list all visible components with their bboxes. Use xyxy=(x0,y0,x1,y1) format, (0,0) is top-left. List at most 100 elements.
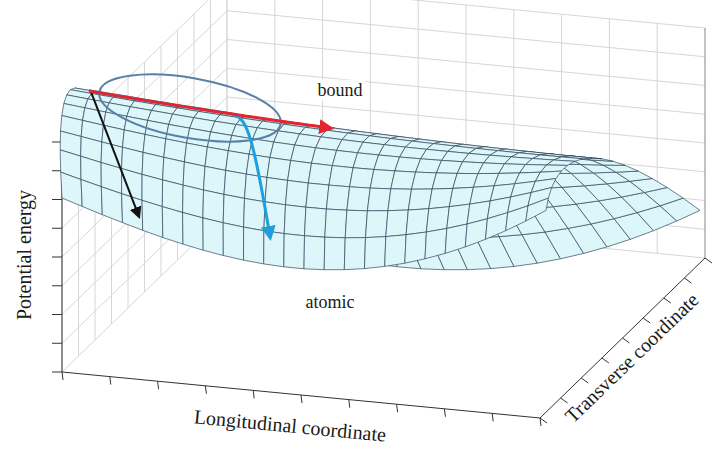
surface-cell xyxy=(265,178,288,205)
axis-tick xyxy=(581,378,588,383)
surface-cell xyxy=(306,183,329,209)
axis-tick xyxy=(349,400,350,408)
axis-tick xyxy=(397,404,398,412)
axis-tick xyxy=(664,298,671,303)
surface-cell xyxy=(224,170,246,198)
axis-tick xyxy=(52,372,62,373)
surface-cell xyxy=(142,200,163,237)
blue-arrow xyxy=(89,91,270,238)
wall-grid xyxy=(227,40,705,86)
surface-cell xyxy=(445,224,467,253)
surface-cell xyxy=(324,237,345,270)
trajectory-arrows xyxy=(89,62,331,237)
transverse-axis xyxy=(540,258,705,418)
wall-grid xyxy=(62,97,227,257)
surface-cell xyxy=(465,219,487,247)
surface-cell xyxy=(385,235,406,267)
axis-tick xyxy=(52,199,62,200)
wall-grid xyxy=(62,11,227,171)
wall-grid xyxy=(62,212,227,372)
axis-label: Transverse coordinate xyxy=(558,286,705,429)
box-edge xyxy=(705,28,706,258)
surface-cell xyxy=(486,213,508,240)
axis-tick xyxy=(52,257,62,258)
surface-cell xyxy=(286,180,309,207)
surface-cell xyxy=(365,237,386,269)
surface-cell xyxy=(603,165,638,172)
surface-cell xyxy=(304,236,325,270)
surface-cell xyxy=(203,190,224,223)
red-arrow xyxy=(89,91,331,128)
surface-cell xyxy=(425,228,447,258)
surface-cell xyxy=(61,172,82,206)
wall-grid xyxy=(62,155,227,315)
axis-tick xyxy=(623,338,630,343)
surface-cell xyxy=(204,166,226,194)
black-arrow xyxy=(91,91,140,217)
axis-label: Longitudinal coordinate xyxy=(190,405,390,447)
surface-cell xyxy=(267,158,291,181)
wall-grid xyxy=(705,28,706,258)
axis-tick xyxy=(643,318,650,323)
axis-tick xyxy=(492,413,493,421)
axis-tick xyxy=(602,358,609,363)
surface-cell xyxy=(244,227,264,264)
surface-cell xyxy=(326,185,349,210)
surface-cell xyxy=(526,198,549,221)
surface-cell xyxy=(264,231,285,267)
surface-cell xyxy=(540,165,567,172)
wall-grid xyxy=(227,68,705,114)
surface-cell xyxy=(344,238,365,270)
surface-cell xyxy=(329,166,353,187)
axis-tick xyxy=(62,372,63,380)
axis-tick xyxy=(205,386,206,394)
surface-cell xyxy=(308,163,332,185)
surface-cell xyxy=(616,171,652,181)
surface-cell xyxy=(325,209,347,238)
region-label: atomic xyxy=(303,292,358,313)
surface-cell xyxy=(223,194,244,227)
axis-tick xyxy=(253,390,254,398)
surface-cell xyxy=(345,210,367,238)
wall-grid xyxy=(62,0,227,142)
surface-cell xyxy=(203,218,223,256)
surface-cell xyxy=(386,210,409,237)
surface-cell xyxy=(101,187,122,223)
wall-grid xyxy=(227,11,705,57)
region-label: bound xyxy=(315,80,366,101)
surface-cell xyxy=(350,168,374,188)
surface-cell xyxy=(162,207,183,245)
axis-tick xyxy=(52,228,62,229)
axis-tick xyxy=(52,343,62,344)
surface-cell xyxy=(284,234,305,269)
potential-surface xyxy=(60,88,700,270)
surface-cell xyxy=(405,232,427,263)
surface-cell xyxy=(244,198,265,230)
longitudinal-axis xyxy=(62,372,540,418)
surface-cell xyxy=(284,205,306,236)
surface-cell xyxy=(366,211,388,238)
wall-grid xyxy=(62,126,227,286)
surface-cell xyxy=(547,160,575,165)
surface-cell xyxy=(347,187,370,211)
axis-tick xyxy=(684,278,691,283)
surface-cell xyxy=(408,189,432,210)
surface-cell xyxy=(426,207,449,232)
axis-label: Potential energy xyxy=(13,187,36,323)
surface-cell xyxy=(288,161,312,184)
axis-tick xyxy=(110,377,111,385)
surface-cell xyxy=(367,188,390,211)
surface-cell xyxy=(506,206,528,231)
surface-cell xyxy=(223,223,243,260)
axis-tick xyxy=(561,398,568,403)
axis-tick xyxy=(301,395,302,403)
axis-tick xyxy=(540,418,547,423)
axis-tick xyxy=(705,258,712,263)
axis-tick xyxy=(158,381,159,389)
surface-cell xyxy=(183,213,204,251)
axis-tick xyxy=(52,314,62,315)
surface-cell xyxy=(388,189,412,211)
axis-tick xyxy=(52,285,62,286)
axis-tick xyxy=(444,409,445,417)
surface-cell xyxy=(305,207,327,237)
